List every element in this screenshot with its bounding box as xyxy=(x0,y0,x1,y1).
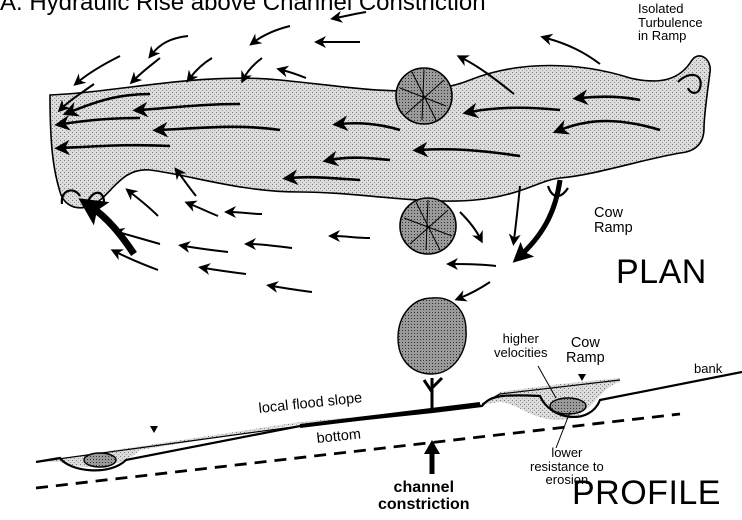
water-level-marker-right xyxy=(578,374,586,381)
figure-title: A. Hydraulic Rise above Channel Constric… xyxy=(0,0,486,15)
plan-thick-arrow-right xyxy=(520,180,560,256)
label-line: higher xyxy=(494,332,547,346)
channel-constriction-label: channel constriction xyxy=(378,480,470,514)
isolated-turbulence-label: Isolated Turbulence in Ramp xyxy=(638,2,703,43)
plan-label: PLAN xyxy=(616,255,707,291)
label-line: Ramp xyxy=(566,351,605,366)
profile-bed xyxy=(36,372,742,470)
label-line: channel xyxy=(378,480,470,497)
plan-channel xyxy=(50,56,710,208)
scour-pool-right xyxy=(550,398,586,414)
plan-tree-upper xyxy=(396,68,452,124)
profile-view xyxy=(36,298,742,488)
water-level-marker-left xyxy=(150,426,158,433)
label-line: in Ramp xyxy=(638,29,703,43)
profile-label: PROFILE xyxy=(572,476,721,512)
label-line: Turbulence xyxy=(638,16,703,30)
label-line: Isolated xyxy=(638,2,703,16)
bank-label: bank xyxy=(694,362,722,376)
label-line: constriction xyxy=(378,497,470,514)
label-line: Cow xyxy=(594,206,633,221)
scour-pool-left xyxy=(84,453,116,467)
profile-tree xyxy=(398,298,466,412)
label-line: lower xyxy=(530,446,604,460)
plan-tree-lower xyxy=(400,198,456,254)
profile-cow-ramp-label: Cow Ramp xyxy=(566,336,605,366)
label-line: Ramp xyxy=(594,221,633,236)
plan-view xyxy=(50,12,710,298)
label-line: Cow xyxy=(566,336,605,351)
higher-velocities-label: higher velocities xyxy=(494,332,547,359)
label-line: velocities xyxy=(494,346,547,360)
plan-thick-arrow-left xyxy=(90,206,134,254)
plan-cow-ramp-label: Cow Ramp xyxy=(594,206,633,236)
label-line: resistance to xyxy=(530,460,604,474)
